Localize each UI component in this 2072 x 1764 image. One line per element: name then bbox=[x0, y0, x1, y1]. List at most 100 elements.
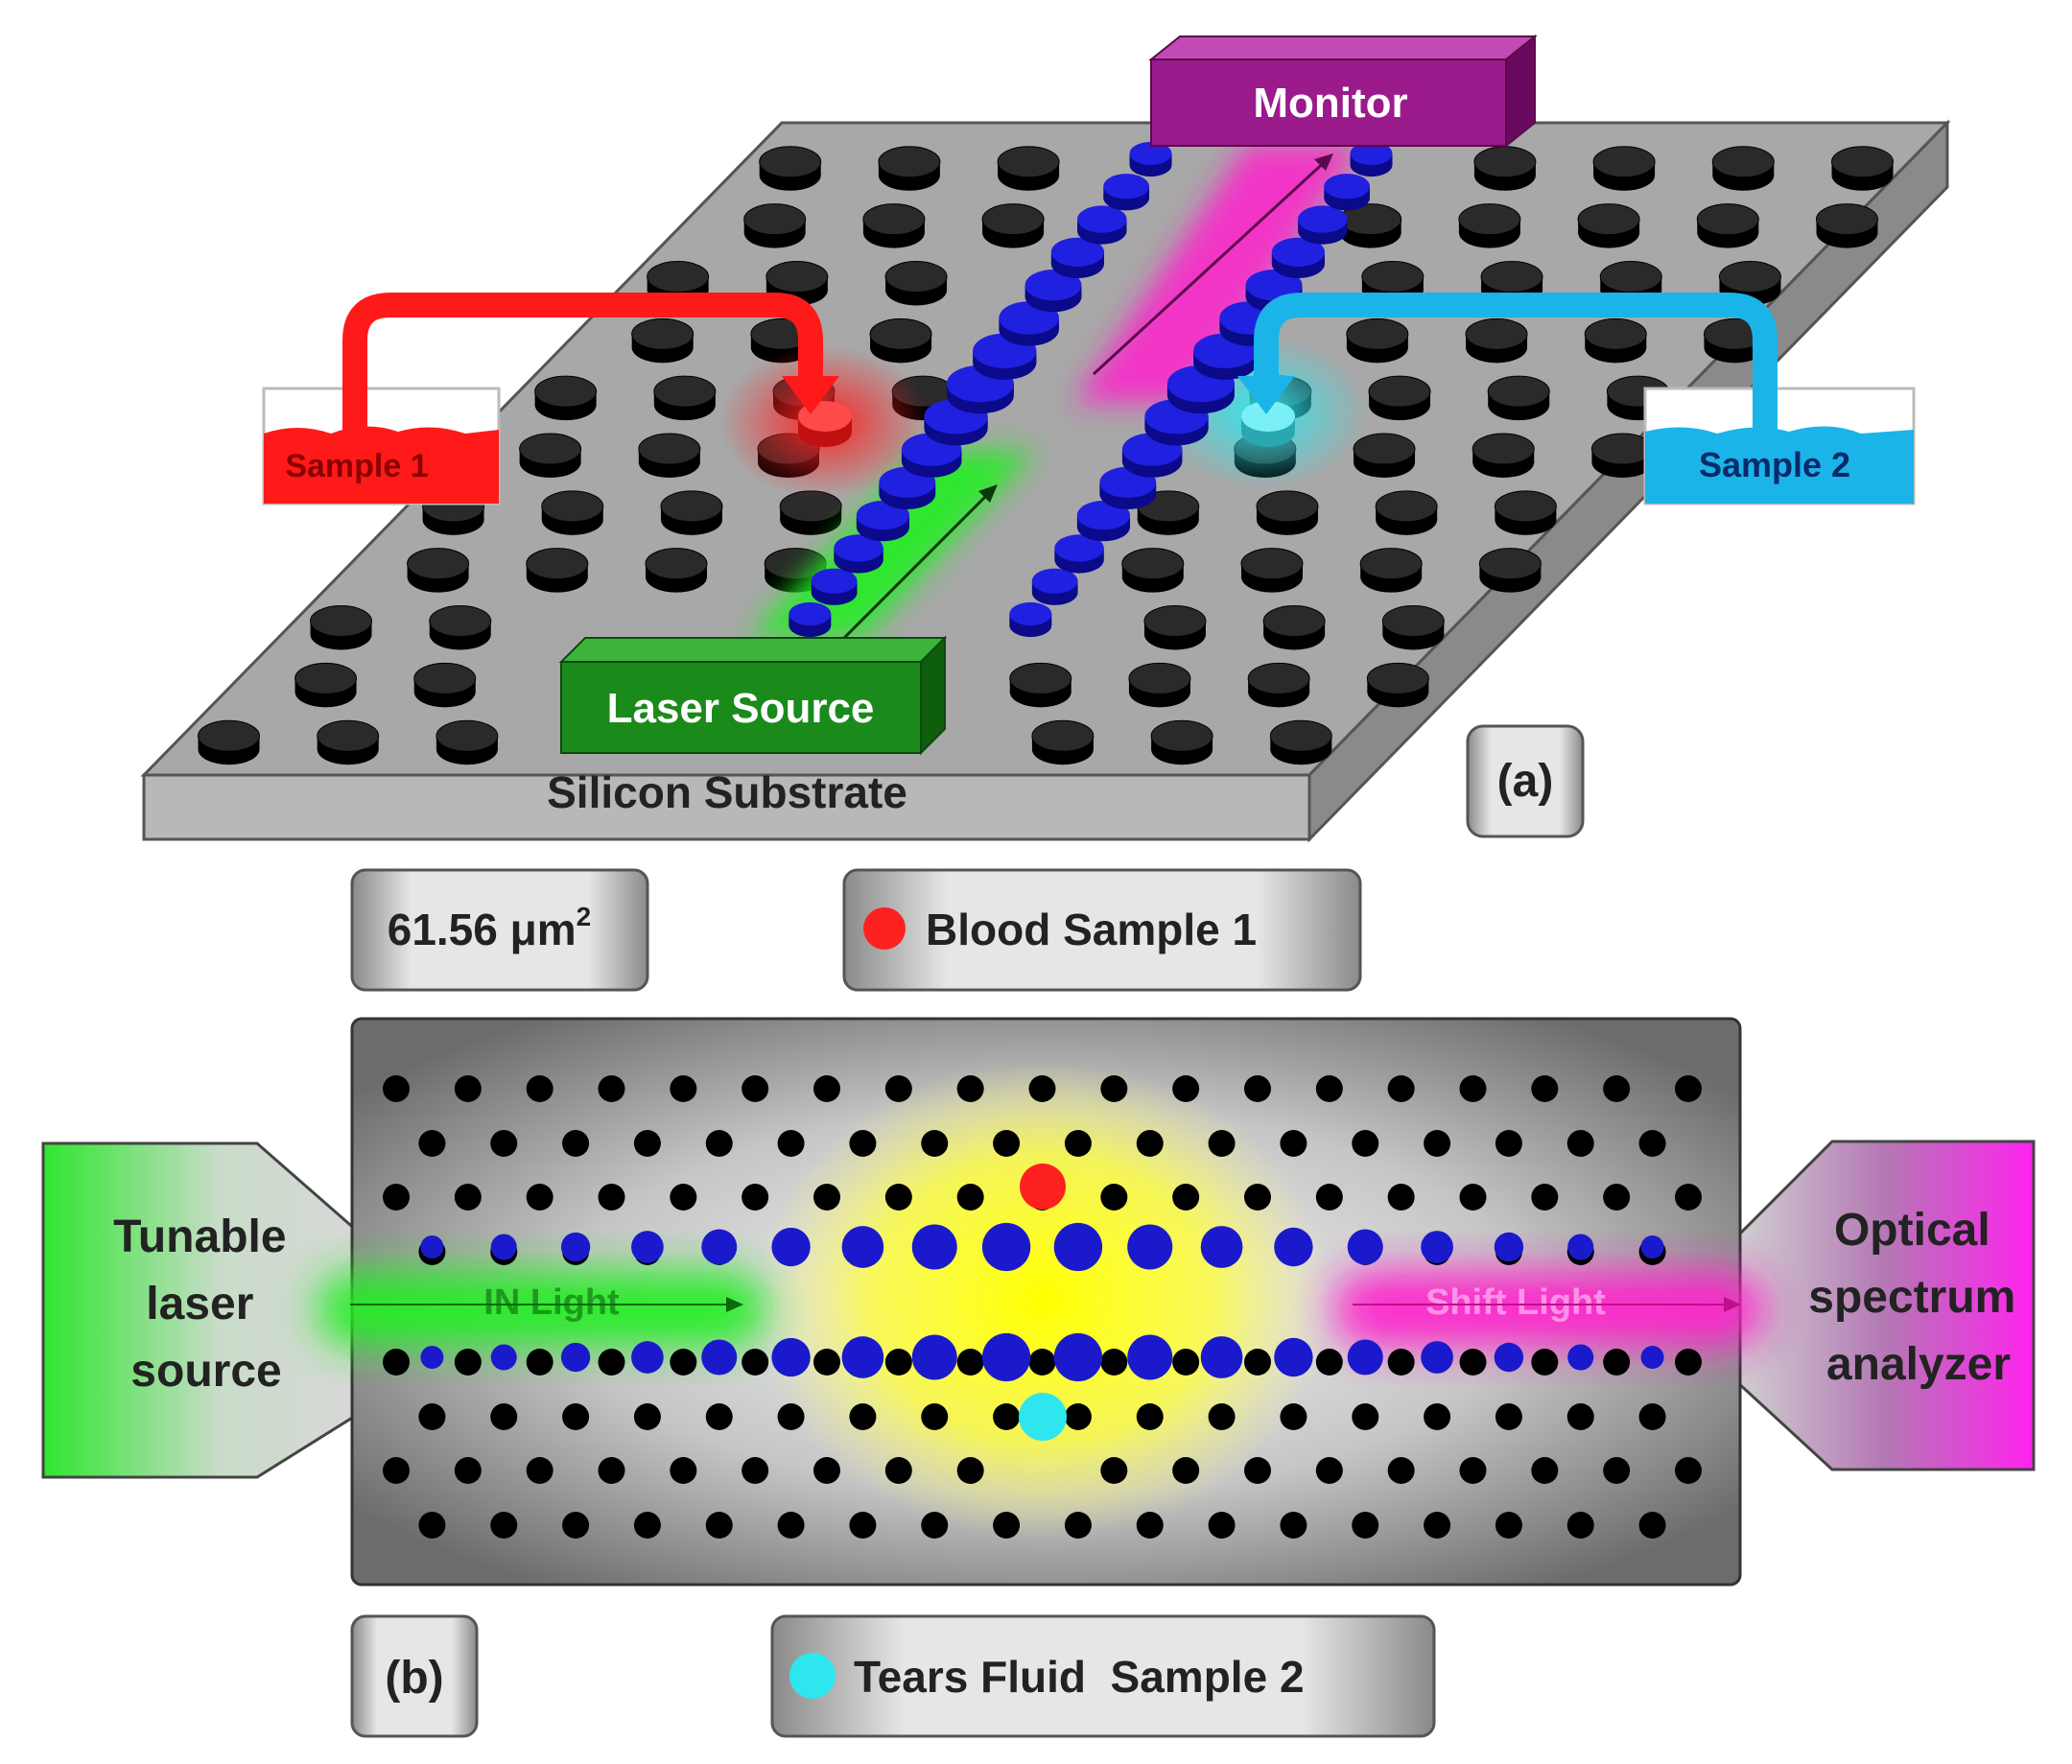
sample2-tube bbox=[1254, 293, 1778, 434]
rod bbox=[1280, 1130, 1307, 1157]
sample1-tube-arrowhead bbox=[782, 376, 839, 414]
rod bbox=[1128, 662, 1191, 708]
rod bbox=[1387, 1457, 1415, 1484]
rod bbox=[779, 490, 842, 535]
rod bbox=[1816, 203, 1879, 248]
waveguide-rod bbox=[1494, 1232, 1524, 1262]
rod bbox=[813, 1184, 840, 1211]
waveguide-rod bbox=[490, 1344, 517, 1371]
rod bbox=[454, 1184, 482, 1211]
rod bbox=[956, 1349, 984, 1376]
rod bbox=[956, 1457, 984, 1484]
waveguide-rod bbox=[560, 1342, 591, 1373]
rod bbox=[1566, 1130, 1594, 1157]
output-beam-glow bbox=[1074, 144, 1362, 403]
waveguide-rod bbox=[1494, 1342, 1524, 1373]
rod bbox=[670, 1184, 697, 1211]
waveguide-rod bbox=[1421, 1341, 1453, 1374]
rod bbox=[670, 1349, 697, 1376]
rod bbox=[813, 1457, 840, 1484]
waveguide-rod bbox=[1274, 1337, 1313, 1377]
rod bbox=[1584, 318, 1647, 364]
rod bbox=[638, 433, 701, 478]
laser-source-box: Laser Source bbox=[558, 635, 948, 756]
rod bbox=[777, 1130, 805, 1157]
rod bbox=[742, 1075, 769, 1102]
rod bbox=[1603, 1075, 1631, 1102]
rod bbox=[454, 1457, 482, 1484]
rod bbox=[1495, 1130, 1522, 1157]
rod bbox=[490, 1130, 518, 1157]
rod bbox=[759, 146, 822, 191]
waveguide-rod bbox=[1009, 601, 1052, 638]
rod bbox=[1064, 1403, 1092, 1430]
rod bbox=[1531, 1457, 1559, 1484]
rod bbox=[1339, 203, 1402, 248]
rod bbox=[1352, 1403, 1379, 1430]
rod bbox=[1208, 1512, 1236, 1539]
rod bbox=[1465, 318, 1528, 364]
rod bbox=[1150, 719, 1213, 765]
panel-b-label: (b) bbox=[385, 1653, 443, 1704]
panel-b-label-box: (b) bbox=[350, 1614, 479, 1738]
legend-tears-label: Tears Fluid Sample 2 bbox=[854, 1652, 1305, 1702]
sample1-reservoir: Sample 1 bbox=[262, 387, 501, 506]
rod bbox=[1361, 260, 1424, 306]
rod-array-a bbox=[198, 146, 1894, 765]
rod bbox=[1531, 1075, 1559, 1102]
rod bbox=[1346, 318, 1409, 364]
waveguide-rod bbox=[1127, 1334, 1173, 1380]
waveguide-rod bbox=[1200, 1336, 1243, 1378]
rod bbox=[383, 1184, 410, 1211]
waveguide-rod bbox=[1053, 1332, 1103, 1382]
waveguide-rod bbox=[789, 601, 832, 638]
waveguide-rods-a bbox=[789, 141, 1393, 638]
rod bbox=[534, 375, 598, 421]
rod bbox=[921, 1130, 949, 1157]
waveguide-rod bbox=[1077, 205, 1127, 245]
rod bbox=[921, 1512, 949, 1539]
rod bbox=[1459, 1075, 1487, 1102]
rod bbox=[598, 1349, 625, 1376]
rod bbox=[1262, 605, 1326, 650]
waveguide-rod bbox=[1024, 269, 1082, 313]
rod bbox=[660, 490, 723, 535]
waveguide-rod bbox=[1166, 365, 1235, 414]
rod bbox=[1256, 490, 1319, 535]
rod bbox=[1592, 146, 1656, 191]
sample2-tube-arrowhead bbox=[1237, 376, 1295, 414]
waveguide-rod bbox=[771, 1337, 811, 1377]
rod bbox=[813, 1349, 840, 1376]
sample1-tube bbox=[342, 293, 823, 434]
rod bbox=[1566, 1403, 1594, 1430]
rod bbox=[598, 1075, 625, 1102]
rod bbox=[1424, 1130, 1451, 1157]
waveguide-rod bbox=[1350, 141, 1393, 177]
rod bbox=[1172, 1457, 1200, 1484]
waveguide-rod bbox=[631, 1231, 664, 1263]
waveguide-rod bbox=[911, 1334, 957, 1380]
sample1-label: Sample 1 bbox=[285, 448, 428, 484]
rod bbox=[1244, 1184, 1271, 1211]
monitor-box: Monitor bbox=[1148, 34, 1538, 149]
waveguide-rod bbox=[1103, 174, 1150, 211]
rod bbox=[1696, 203, 1759, 248]
rod bbox=[777, 1403, 805, 1430]
rod bbox=[490, 1512, 518, 1539]
rod bbox=[418, 1403, 446, 1430]
rod-array-b bbox=[383, 1075, 1702, 1539]
rod bbox=[1244, 1075, 1271, 1102]
rod bbox=[1136, 1130, 1164, 1157]
rod bbox=[1240, 548, 1304, 593]
waveguide-rod bbox=[1129, 141, 1172, 177]
spectrum-analyzer-label: Optical spectrum analyzer bbox=[1808, 1205, 2028, 1390]
rod bbox=[993, 1130, 1021, 1157]
waveguide-rod bbox=[701, 1339, 738, 1376]
rod bbox=[490, 1403, 518, 1430]
rod bbox=[1387, 1184, 1415, 1211]
input-beam-arrowhead bbox=[978, 484, 998, 503]
rod bbox=[1459, 1457, 1487, 1484]
rod bbox=[1315, 1349, 1343, 1376]
defect-rod-sample2 bbox=[1241, 401, 1295, 447]
rod bbox=[1064, 1512, 1092, 1539]
